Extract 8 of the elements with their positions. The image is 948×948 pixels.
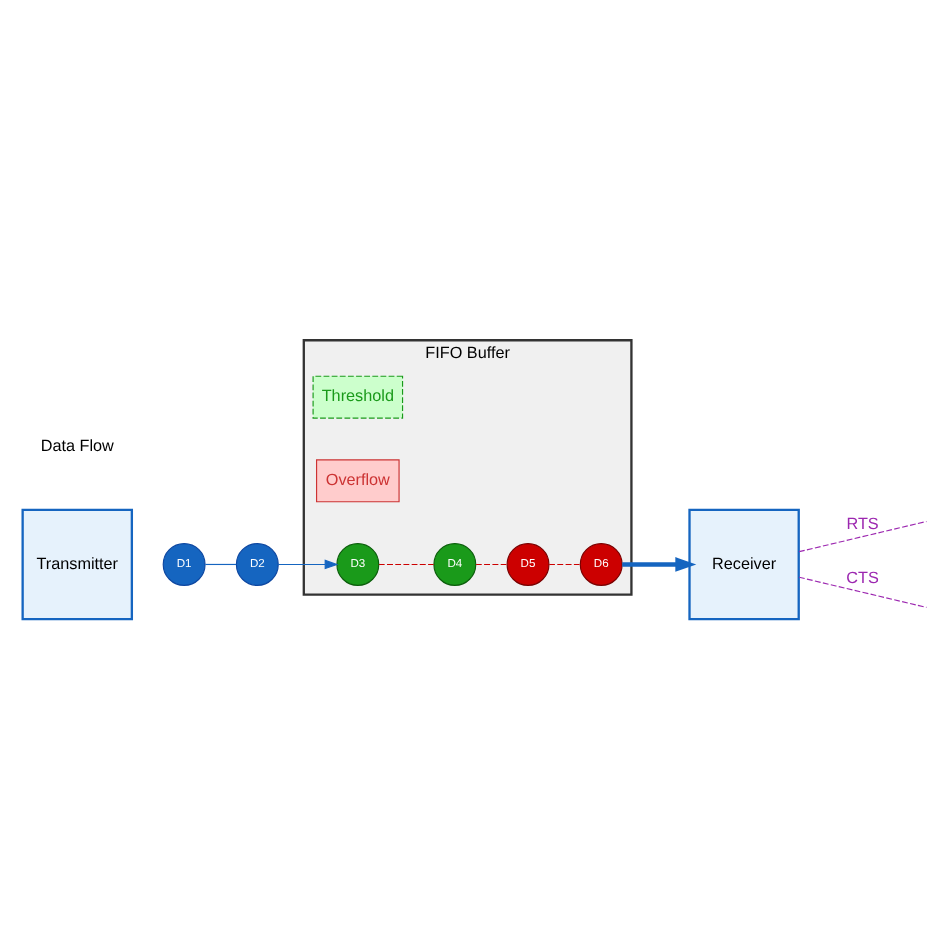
connector: [797, 575, 927, 607]
arrow: [276, 558, 338, 569]
arrow: [621, 556, 696, 571]
connector: [797, 519, 927, 552]
connector: [547, 562, 580, 565]
connector: [474, 562, 507, 565]
connector: [377, 562, 434, 565]
connector: [203, 562, 236, 565]
